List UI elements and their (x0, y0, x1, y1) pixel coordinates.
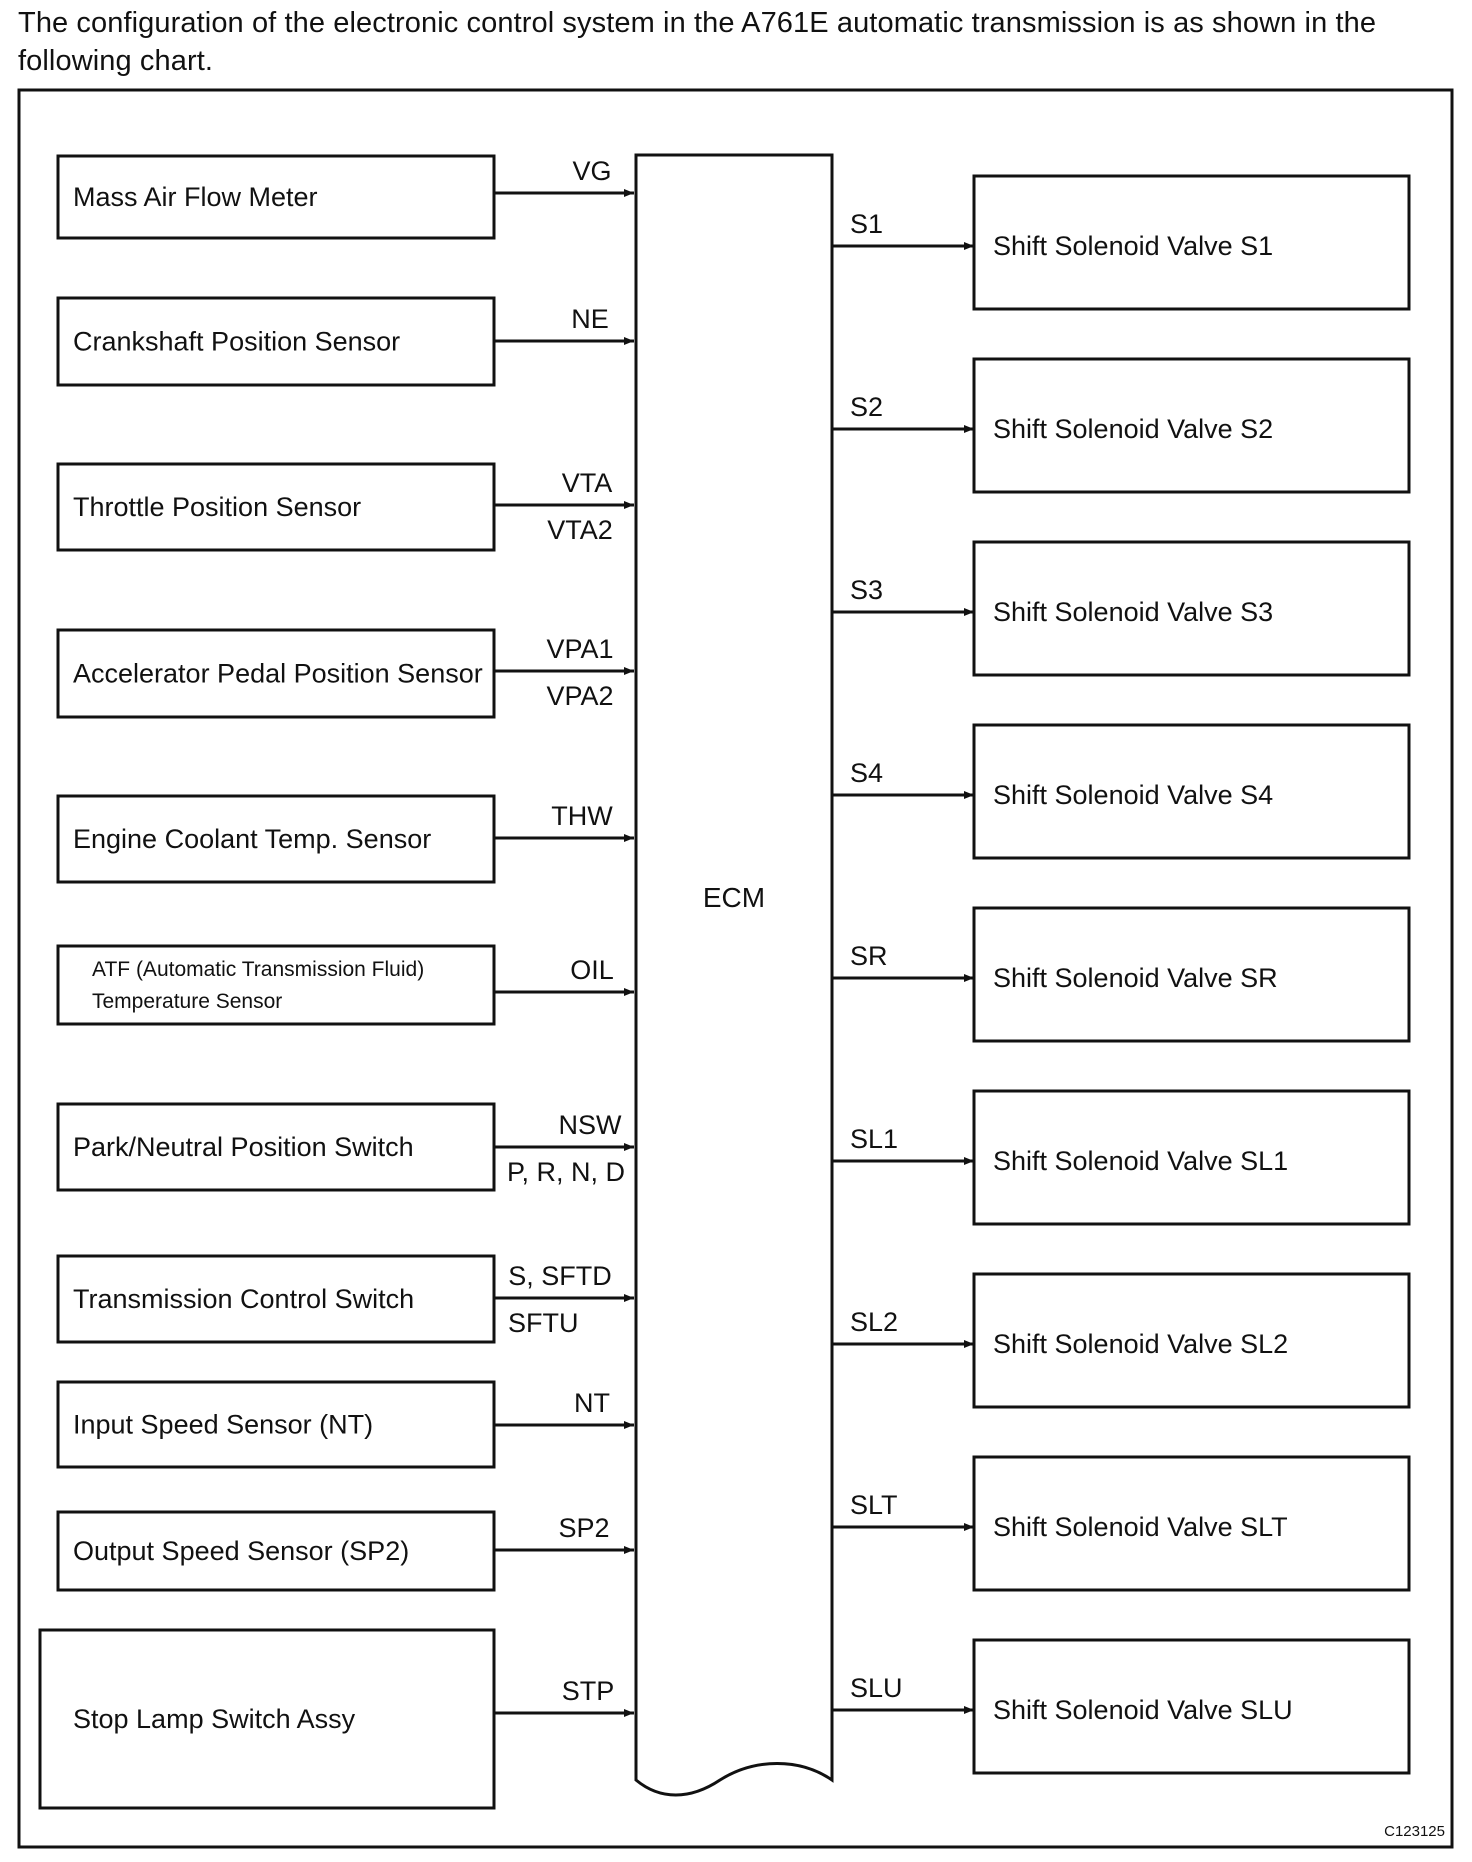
input-box (56, 1102, 496, 1192)
input-input-speed-sensor-nt: Input Speed Sensor (NT) NT (56, 1380, 634, 1469)
signal-label: SFTU (508, 1308, 579, 1338)
input-label-line: Temperature Sensor (92, 990, 282, 1013)
signal-label: SP2 (558, 1513, 609, 1543)
output-shift-solenoid-valve-sr: SR Shift Solenoid Valve SR (832, 906, 1411, 1043)
output-label: Shift Solenoid Valve SL1 (993, 1146, 1288, 1176)
input-label: Input Speed Sensor (NT) (73, 1410, 373, 1440)
figure-code: C123125 (1384, 1823, 1445, 1840)
signal-label: SL1 (850, 1124, 898, 1154)
input-box (56, 1254, 496, 1344)
output-label: Shift Solenoid Valve S2 (993, 414, 1273, 444)
signal-label: S4 (850, 758, 883, 788)
output-shift-solenoid-valve-slt: SLT Shift Solenoid Valve SLT (832, 1455, 1411, 1592)
intro-text: The configuration of the electronic cont… (18, 7, 1377, 77)
input-label: Crankshaft Position Sensor (73, 327, 400, 357)
signal-label: SLU (850, 1673, 903, 1703)
input-box (56, 1380, 496, 1469)
signal-label: OIL (570, 955, 614, 985)
output-box (972, 1272, 1411, 1409)
input-box (56, 1510, 496, 1592)
output-box (972, 723, 1411, 860)
signal-label: THW (551, 801, 613, 831)
input-label: Accelerator Pedal Position Sensor (73, 659, 483, 689)
input-output-speed-sensor-sp2: Output Speed Sensor (SP2) SP2 (56, 1510, 634, 1592)
input-throttle-position-sensor: Throttle Position Sensor VTA VTA2 (56, 462, 634, 552)
input-sensors: Mass Air Flow Meter VG Crankshaft Position… (38, 154, 634, 1810)
signal-label: S, SFTD (508, 1261, 612, 1291)
input-park-neutral-position-switch: Park/Neutral Position Switch NSW P, R, N, … (56, 1102, 634, 1192)
input-mass-air-flow-meter: Mass Air Flow Meter VG (56, 154, 634, 240)
output-box (972, 1089, 1411, 1226)
output-box (972, 1455, 1411, 1592)
signal-label: S3 (850, 575, 883, 605)
input-label: Throttle Position Sensor (73, 492, 361, 522)
signal-label: S1 (850, 209, 883, 239)
output-label: Shift Solenoid Valve SLT (993, 1512, 1288, 1542)
input-transmission-control-switch: Transmission Control Switch S, SFTD SFTU (56, 1254, 634, 1344)
signal-label: VPA2 (546, 681, 613, 711)
input-label: Mass Air Flow Meter (73, 182, 318, 212)
signal-label: VPA1 (546, 634, 613, 664)
output-label: Shift Solenoid Valve S3 (993, 597, 1273, 627)
ecm-block (634, 153, 834, 1797)
input-box (56, 628, 496, 719)
output-box (972, 357, 1411, 494)
input-label: Output Speed Sensor (SP2) (73, 1536, 409, 1566)
output-label: Shift Solenoid Valve SLU (993, 1695, 1293, 1725)
input-box (56, 296, 496, 387)
ecm-label: ECM (703, 882, 765, 913)
output-shift-solenoid-valve-slu: SLU Shift Solenoid Valve SLU (832, 1638, 1411, 1775)
input-label: Transmission Control Switch (73, 1284, 414, 1314)
signal-label: NT (574, 1388, 610, 1418)
signal-label: SR (850, 941, 888, 971)
input-box (56, 944, 496, 1026)
input-engine-coolant-temp-sensor: Engine Coolant Temp. Sensor THW (56, 794, 634, 884)
signal-label: SL2 (850, 1307, 898, 1337)
input-box (38, 1628, 496, 1810)
input-label: Stop Lamp Switch Assy (73, 1704, 356, 1734)
signal-label: VTA (562, 468, 613, 498)
signal-label: VTA2 (547, 515, 613, 545)
input-stop-lamp-switch-assy: Stop Lamp Switch Assy STP (38, 1628, 634, 1810)
output-label: Shift Solenoid Valve SL2 (993, 1329, 1288, 1359)
output-box (972, 1638, 1411, 1775)
input-crankshaft-position-sensor: Crankshaft Position Sensor NE (56, 296, 634, 387)
input-atf-temperature-sensor: ATF (Automatic Transmission Fluid) Temper… (56, 944, 634, 1026)
input-box (56, 794, 496, 884)
signal-label: VG (572, 156, 611, 186)
output-box (972, 174, 1411, 311)
outer-frame (17, 88, 1454, 1849)
output-label: Shift Solenoid Valve SR (993, 963, 1278, 993)
signal-label: NSW (559, 1110, 623, 1140)
output-box (972, 906, 1411, 1043)
output-label: Shift Solenoid Valve S1 (993, 231, 1273, 261)
signal-label: STP (562, 1676, 615, 1706)
input-label: Park/Neutral Position Switch (73, 1132, 414, 1162)
input-label: Engine Coolant Temp. Sensor (73, 824, 431, 854)
signal-label: SLT (850, 1490, 898, 1520)
input-accelerator-pedal-position-sensor: Accelerator Pedal Position Sensor VPA1VPA… (56, 628, 634, 719)
output-box (972, 540, 1411, 677)
signal-label: P, R, N, D (507, 1157, 625, 1187)
output-label: Shift Solenoid Valve S4 (993, 780, 1273, 810)
signal-label: S2 (850, 392, 883, 422)
input-box (56, 154, 496, 240)
input-box (56, 462, 496, 552)
signal-label: NE (571, 304, 609, 334)
input-label-line: ATF (Automatic Transmission Fluid) (92, 958, 424, 981)
